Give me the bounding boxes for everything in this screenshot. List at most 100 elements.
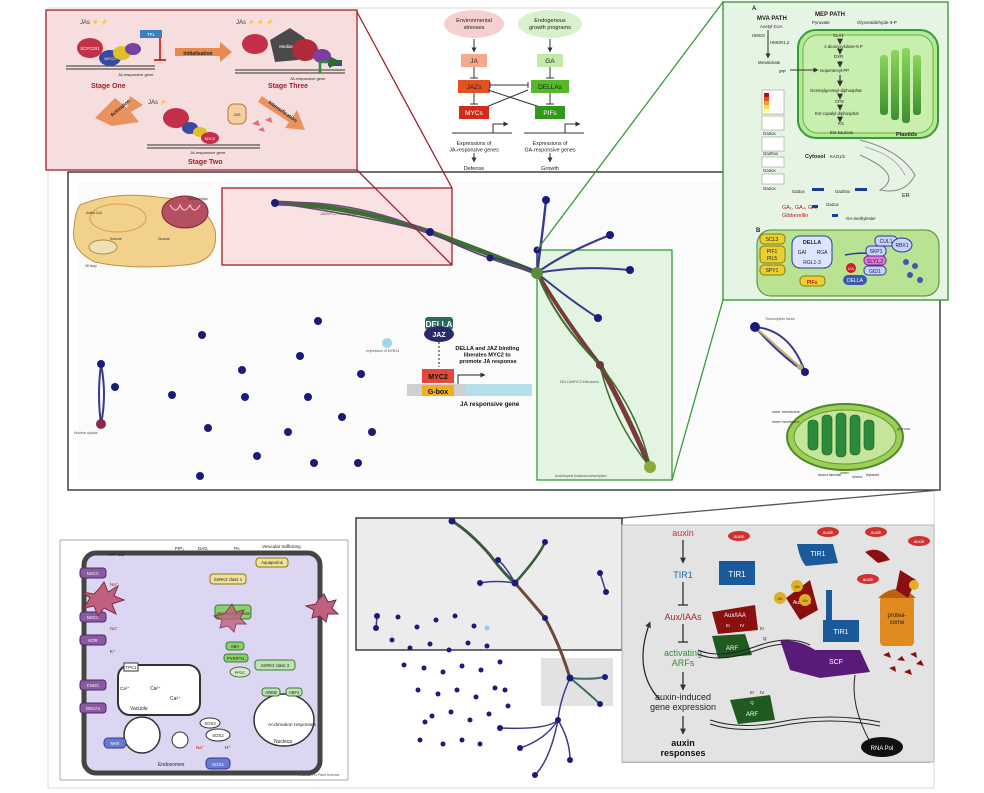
network-node[interactable] bbox=[407, 645, 413, 651]
network-node[interactable] bbox=[495, 557, 501, 563]
network-node[interactable] bbox=[374, 613, 380, 619]
network-node[interactable] bbox=[415, 687, 421, 693]
network-node[interactable] bbox=[435, 691, 441, 697]
svg-text:1-deoxyxylulose-5-P: 1-deoxyxylulose-5-P bbox=[824, 44, 863, 49]
network-node[interactable] bbox=[502, 687, 508, 693]
network-node[interactable] bbox=[511, 579, 519, 587]
network-node[interactable] bbox=[497, 659, 503, 665]
svg-text:TPC1: TPC1 bbox=[126, 665, 138, 670]
network-node[interactable] bbox=[304, 393, 312, 401]
network-node[interactable] bbox=[532, 772, 538, 778]
network-node[interactable] bbox=[446, 647, 452, 653]
network-node[interactable] bbox=[542, 539, 548, 545]
network-node[interactable] bbox=[253, 452, 261, 460]
network-node[interactable] bbox=[750, 322, 760, 332]
network-node[interactable] bbox=[465, 640, 471, 646]
network-node[interactable] bbox=[296, 352, 304, 360]
network-node[interactable] bbox=[96, 419, 106, 429]
network-node[interactable] bbox=[271, 199, 279, 207]
network-node[interactable] bbox=[486, 711, 492, 717]
network-node[interactable] bbox=[448, 517, 456, 525]
network-node[interactable] bbox=[606, 231, 614, 239]
svg-text:RGA: RGA bbox=[817, 250, 829, 256]
network-node[interactable] bbox=[452, 613, 458, 619]
network-node[interactable] bbox=[497, 725, 503, 731]
network-node[interactable] bbox=[602, 674, 608, 680]
network-node[interactable] bbox=[417, 737, 423, 743]
network-node[interactable] bbox=[531, 267, 543, 279]
network-node[interactable] bbox=[111, 383, 119, 391]
network-node[interactable] bbox=[382, 338, 392, 348]
network-node[interactable] bbox=[603, 589, 609, 595]
svg-text:Ent-copalyl-diphosphat: Ent-copalyl-diphosphat bbox=[815, 111, 860, 116]
network-node[interactable] bbox=[440, 669, 446, 675]
network-node[interactable] bbox=[440, 741, 446, 747]
network-node[interactable] bbox=[284, 428, 292, 436]
network-node[interactable] bbox=[801, 368, 809, 376]
network-node[interactable] bbox=[310, 459, 318, 467]
network-node[interactable] bbox=[566, 674, 574, 682]
network-node[interactable] bbox=[454, 687, 460, 693]
network-node[interactable] bbox=[644, 461, 656, 473]
network-node[interactable] bbox=[459, 737, 465, 743]
svg-text:NHX: NHX bbox=[110, 741, 119, 746]
network-node[interactable] bbox=[594, 314, 602, 322]
network-node[interactable] bbox=[196, 472, 204, 480]
pifs-label: PIFs bbox=[543, 110, 557, 117]
network-node[interactable] bbox=[467, 717, 473, 723]
network-node[interactable] bbox=[422, 719, 428, 725]
network-node[interactable] bbox=[448, 709, 454, 715]
network-node[interactable] bbox=[542, 196, 550, 204]
network-node[interactable] bbox=[596, 361, 604, 369]
network-node[interactable] bbox=[471, 623, 477, 629]
network-node[interactable] bbox=[414, 624, 420, 630]
network-node[interactable] bbox=[477, 741, 483, 747]
svg-text:Ga3ox: Ga3ox bbox=[792, 189, 806, 194]
network-node[interactable] bbox=[389, 637, 395, 643]
network-node[interactable] bbox=[597, 570, 603, 576]
network-node[interactable] bbox=[357, 370, 365, 378]
network-node[interactable] bbox=[473, 694, 479, 700]
network-node[interactable] bbox=[478, 667, 484, 673]
network-note-left: Nuclear uptake bbox=[74, 431, 98, 435]
network-node[interactable] bbox=[459, 663, 465, 669]
network-node[interactable] bbox=[421, 665, 427, 671]
network-node[interactable] bbox=[597, 701, 603, 707]
network-node[interactable] bbox=[484, 643, 490, 649]
network-node[interactable] bbox=[486, 254, 494, 262]
svg-text:SOS2: SOS2 bbox=[212, 733, 224, 738]
network-node[interactable] bbox=[204, 424, 212, 432]
network-node[interactable] bbox=[797, 364, 803, 370]
network-node[interactable] bbox=[354, 459, 362, 467]
network-node[interactable] bbox=[368, 428, 376, 436]
network-node[interactable] bbox=[542, 615, 548, 621]
network-node[interactable] bbox=[373, 625, 379, 631]
network-node[interactable] bbox=[395, 614, 401, 620]
network-node[interactable] bbox=[433, 617, 439, 623]
network-node[interactable] bbox=[484, 625, 490, 631]
network-node[interactable] bbox=[517, 745, 523, 751]
network-node[interactable] bbox=[477, 580, 483, 586]
network-node[interactable] bbox=[429, 713, 435, 719]
network-node[interactable] bbox=[314, 317, 322, 325]
network-node[interactable] bbox=[505, 703, 511, 709]
network-node[interactable] bbox=[626, 266, 634, 274]
network-node[interactable] bbox=[241, 393, 249, 401]
svg-text:SnRK2 class 3: SnRK2 class 3 bbox=[261, 663, 290, 668]
dellas-label: DELLAs bbox=[538, 84, 563, 91]
network-node[interactable] bbox=[97, 360, 105, 368]
network-node[interactable] bbox=[426, 228, 434, 236]
network-node[interactable] bbox=[238, 366, 246, 374]
network-node[interactable] bbox=[427, 641, 433, 647]
network-node[interactable] bbox=[401, 662, 407, 668]
jaz-ellipse bbox=[424, 326, 454, 342]
svg-text:Na⁺: Na⁺ bbox=[196, 745, 205, 750]
network-node[interactable] bbox=[168, 391, 176, 399]
network-node[interactable] bbox=[338, 413, 346, 421]
network-node[interactable] bbox=[555, 717, 561, 723]
network-node[interactable] bbox=[492, 685, 498, 691]
network-node[interactable] bbox=[198, 331, 206, 339]
network-node[interactable] bbox=[567, 757, 573, 763]
inner-membrane-label: inner membrane bbox=[772, 420, 800, 424]
